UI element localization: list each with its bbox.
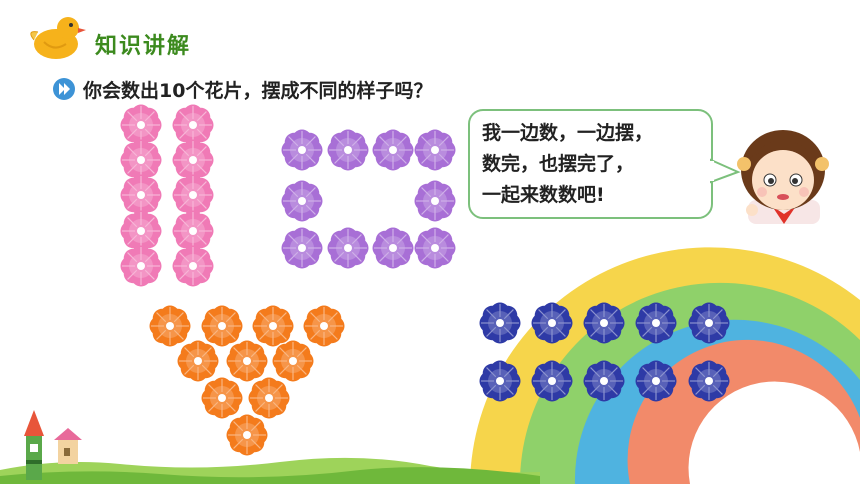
speech-text: 我一边数，一边摆， 数完，也摆完了， 一起来数数吧! [482,122,654,206]
flower-chip [327,129,369,171]
play-icon [53,78,75,100]
tower-icon [24,410,44,480]
section-title: 知识讲解 [95,34,192,59]
flower-chip [177,340,219,382]
flower-chip [531,302,573,344]
flower-chip [201,377,243,419]
duckling-icon [30,17,86,59]
flower-chip [172,104,214,146]
flower-chip [172,139,214,181]
flower-chip [281,227,323,269]
flower-chip [688,302,730,344]
flower-chip [372,227,414,269]
flower-chip [635,302,677,344]
house-icon [54,428,82,464]
flower-chip [120,174,162,216]
orange-triangle-group [149,305,345,456]
flower-chip [248,377,290,419]
flower-chip [414,129,456,171]
flower-chip [281,129,323,171]
flower-chip [635,360,677,402]
flower-chip [479,360,521,402]
purple-rectangle-group [281,129,456,269]
flower-chip [120,139,162,181]
flower-chip [120,104,162,146]
girl-character [737,130,829,224]
flower-chip [414,227,456,269]
flower-chip [479,302,521,344]
flower-chip [281,180,323,222]
flower-chip [120,245,162,287]
flower-chip [583,302,625,344]
flower-chip [531,360,573,402]
flower-chip [226,340,268,382]
blue-two-rows-group [479,302,730,402]
flower-chip [172,245,214,287]
pink-two-columns-group [120,104,214,287]
flower-chip [414,180,456,222]
flower-chip [372,129,414,171]
speech-bubble [468,109,741,219]
flower-chip [272,340,314,382]
flower-chip [120,210,162,252]
flower-chip [149,305,191,347]
flower-chip [172,174,214,216]
flower-chip [303,305,345,347]
flower-chip [226,414,268,456]
flower-chip [172,210,214,252]
flower-chip [252,305,294,347]
flower-chip [688,360,730,402]
flower-chip [583,360,625,402]
question-text: 你会数出10个花片，摆成不同的样子吗？ [83,80,433,102]
flower-chip [327,227,369,269]
flower-chip [201,305,243,347]
